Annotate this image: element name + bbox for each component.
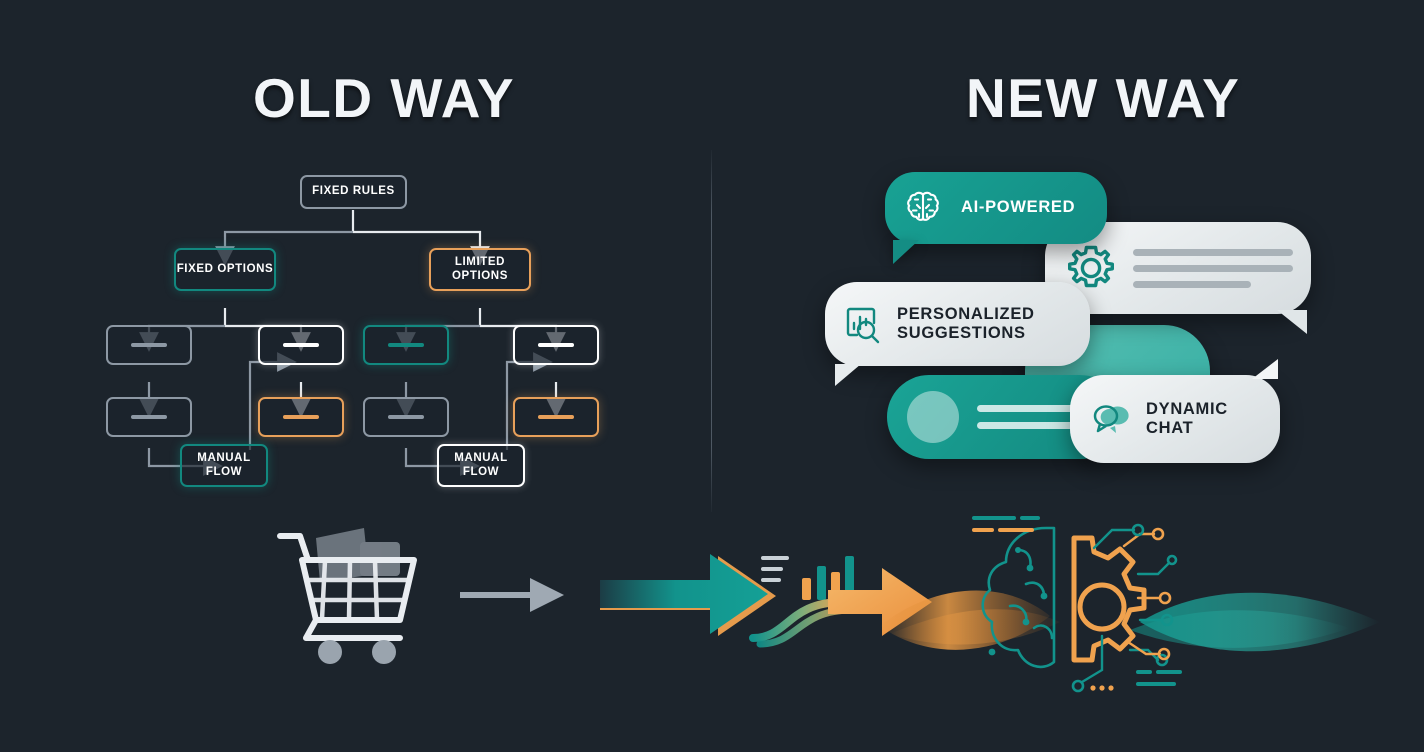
flow-node-r2-a[interactable] <box>363 397 449 437</box>
text-line <box>977 422 1080 429</box>
bubble-tail <box>1252 359 1278 379</box>
flow-node-fixed-options[interactable]: FIXED OPTIONS <box>174 248 276 291</box>
flow-node-manual-flow-left[interactable]: MANUAL FLOW <box>180 444 268 487</box>
teal-arrow-icon <box>600 540 800 655</box>
bottom-graphics-band <box>0 490 1424 752</box>
flow-node-bar <box>387 342 425 348</box>
flow-node-bar <box>537 342 575 348</box>
flow-node-r1-b[interactable] <box>513 325 599 365</box>
flow-node-r1-a[interactable] <box>363 325 449 365</box>
text-line <box>1133 280 1252 288</box>
flow-node-l1-b[interactable] <box>258 325 344 365</box>
page-title-new-way: NEW WAY <box>966 67 1241 129</box>
page-title-old-way: OLD WAY <box>253 67 516 129</box>
bar-chart-icon <box>760 548 860 613</box>
chart-search-icon <box>841 303 883 345</box>
flow-node-bar <box>537 414 575 420</box>
flow-node-bar <box>130 414 168 420</box>
ai-brain-gear-icon <box>962 502 1192 707</box>
gear-icon <box>1063 240 1119 296</box>
flow-node-bar <box>387 414 425 420</box>
shopping-cart-icon <box>272 520 442 675</box>
flow-node-bar <box>130 342 168 348</box>
chat-bubbles-icon <box>1086 396 1132 442</box>
flow-node-manual-flow-right[interactable]: MANUAL FLOW <box>437 444 525 487</box>
pill-text-lines <box>977 405 1102 429</box>
wave-icon <box>880 530 1400 715</box>
arrow-right-icon <box>458 570 568 625</box>
bubble-tail <box>1277 310 1307 334</box>
flow-node-l2-a[interactable] <box>106 397 192 437</box>
text-line <box>977 405 1102 412</box>
brain-icon <box>901 186 945 230</box>
bubble-dynamic-chat[interactable]: DYNAMIC CHAT <box>1070 359 1280 463</box>
avatar-icon <box>907 391 959 443</box>
new-way-bubbles: AI-POWERED PERSONALIZED SUGGESTIONS <box>820 160 1320 480</box>
bubble-settings-lines[interactable] <box>1045 222 1311 334</box>
flow-node-l1-a[interactable] <box>106 325 192 365</box>
old-way-flowchart: FIXED RULES FIXED OPTIONS LIMITED OPTION… <box>95 160 635 500</box>
flow-node-limited-options[interactable]: LIMITED OPTIONS <box>429 248 531 291</box>
flow-node-fixed-rules[interactable]: FIXED RULES <box>300 175 407 209</box>
bubble-personalized-suggestions[interactable]: PERSONALIZED SUGGESTIONS <box>825 282 1090 386</box>
flow-node-bar <box>282 342 320 348</box>
vertical-divider <box>711 150 712 512</box>
text-line <box>1133 248 1293 256</box>
bubble-tail <box>893 240 919 264</box>
text-line <box>1133 264 1293 272</box>
flow-node-bar <box>282 414 320 420</box>
bubble-ai-powered[interactable]: AI-POWERED <box>885 172 1107 264</box>
bubble-tail <box>835 364 861 386</box>
flow-node-l2-b[interactable] <box>258 397 344 437</box>
bubble-text-lines <box>1133 248 1293 288</box>
flow-node-r2-b[interactable] <box>513 397 599 437</box>
